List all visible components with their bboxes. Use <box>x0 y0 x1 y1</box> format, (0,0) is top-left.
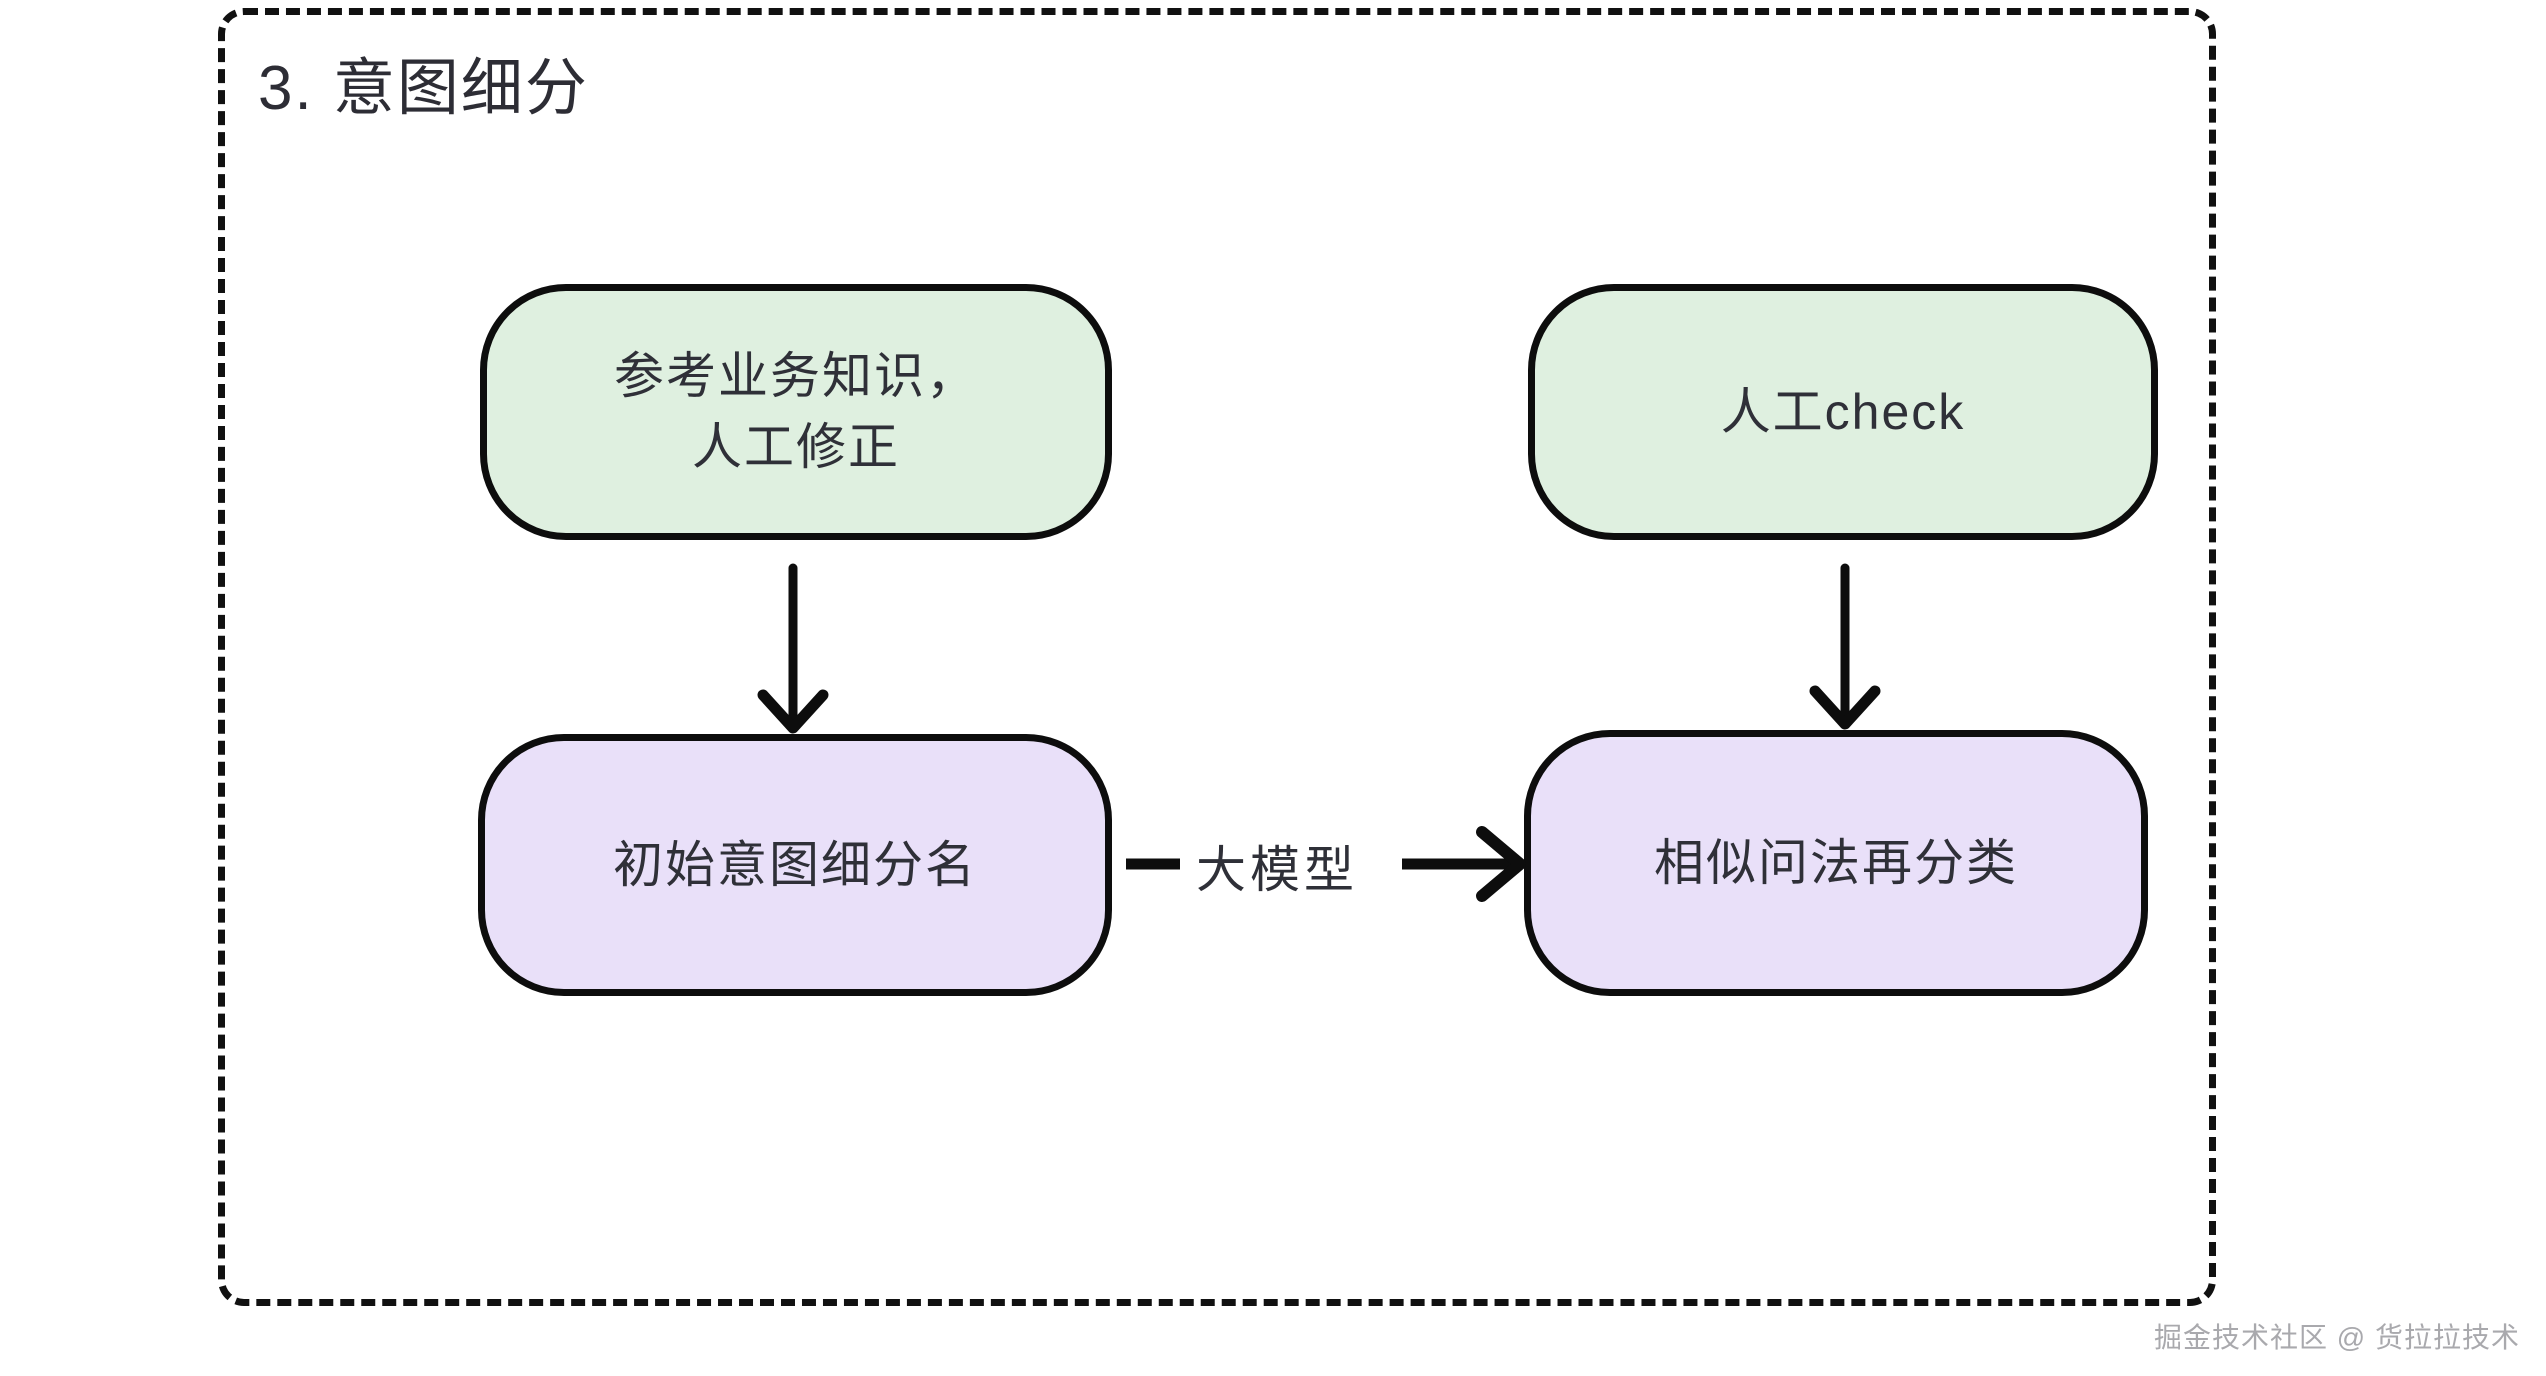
diagram-frame <box>218 8 2216 1306</box>
watermark: 掘金技术社区 @ 货拉拉技术 <box>2154 1322 2520 1353</box>
page-title: 3. 意图细分 <box>258 54 589 123</box>
node-initial-intent-name[interactable]: 初始意图细分名 <box>478 734 1112 996</box>
edge-label-large-model: 大模型 <box>1196 842 1358 898</box>
node-label: 参考业务知识， 人工修正 <box>614 348 978 475</box>
node-label: 相似问法再分类 <box>1654 834 2018 891</box>
node-reference-business-knowledge[interactable]: 参考业务知识， 人工修正 <box>480 284 1112 540</box>
node-label: 人工check <box>1720 383 1966 440</box>
node-similar-question-reclassify[interactable]: 相似问法再分类 <box>1524 730 2148 996</box>
node-human-check[interactable]: 人工check <box>1528 284 2158 540</box>
node-label: 初始意图细分名 <box>613 836 977 893</box>
